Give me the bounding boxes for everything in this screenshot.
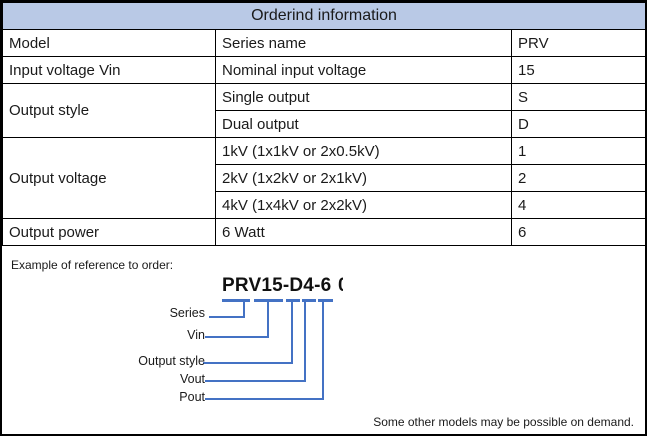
- footer-note: Some other models may be possible on dem…: [373, 415, 634, 429]
- underline-series-segment: [222, 299, 250, 302]
- table-cell-code: 1: [510, 137, 645, 165]
- table-row: 2kV (1x2kV or 2x1kV) 2: [3, 164, 645, 192]
- callout-label-output-style: Output style: [138, 354, 205, 368]
- table-cell-desc: 1kV (1x1kV or 2x0.5kV): [215, 137, 512, 165]
- callout-line-output-style: [203, 362, 293, 364]
- table-cell-label: Input voltage Vin: [2, 56, 216, 84]
- table-cell-desc: Single output: [215, 83, 512, 111]
- underline-pout-segment: [318, 299, 333, 302]
- table-title: Orderind information: [2, 2, 645, 30]
- table-row: Output style Single output S: [2, 83, 645, 138]
- table-cell-desc: Series name: [215, 29, 512, 57]
- table-cell-code: S: [510, 83, 645, 111]
- callout-line-series: [209, 316, 245, 318]
- table-cell-label: Output power: [2, 218, 216, 246]
- table-cell-desc: 6 Watt: [215, 218, 512, 246]
- table-cell-label: Output style: [2, 83, 216, 138]
- table-cell-desc: Nominal input voltage: [215, 56, 512, 84]
- table-cell-code: D: [510, 110, 645, 138]
- underline-output-style-segment: [286, 299, 300, 302]
- example-caption: Example of reference to order:: [11, 258, 174, 272]
- underline-vin-segment: [254, 299, 283, 302]
- callout-line-vout: [205, 380, 306, 382]
- callout-line-vout: [304, 301, 306, 382]
- table-cell-desc: Dual output: [215, 110, 512, 138]
- table-row: Input voltage Vin Nominal input voltage …: [2, 56, 645, 84]
- table-cell-code: 15: [510, 56, 645, 84]
- table-row: Output power 6 Watt 6: [2, 218, 645, 246]
- table-cell-desc: 2kV (1x2kV or 2x1kV): [215, 164, 512, 192]
- callout-line-output-style: [291, 301, 293, 364]
- callout-label-series: Series: [169, 306, 205, 320]
- callout-line-vin: [267, 301, 269, 338]
- example-model-clipped-char: 0: [338, 275, 343, 297]
- table-cell-label: Output voltage: [2, 137, 216, 219]
- underline-vout-segment: [302, 299, 316, 302]
- table-row: Output voltage 1kV (1x1kV or 2x0.5kV) 1: [2, 137, 645, 219]
- callout-line-vin: [205, 336, 269, 338]
- table-cell-code: 6: [510, 218, 645, 246]
- callout-label-vout: Vout: [179, 372, 205, 386]
- callout-line-pout: [205, 398, 324, 400]
- callout-label-pout: Pout: [179, 390, 205, 404]
- ordering-information-table: Orderind information Model Series name P…: [2, 2, 645, 246]
- callout-line-pout: [322, 301, 324, 400]
- callout-line-series: [243, 301, 245, 318]
- example-model-number: PRV15-D4-6: [222, 275, 332, 296]
- table-cell-code: 2: [510, 164, 645, 192]
- table-row: Model Series name PRV: [2, 29, 645, 57]
- table-row: Dual output D: [3, 110, 645, 138]
- callout-label-vin: Vin: [187, 328, 205, 342]
- table-header-row: Orderind information: [2, 2, 645, 30]
